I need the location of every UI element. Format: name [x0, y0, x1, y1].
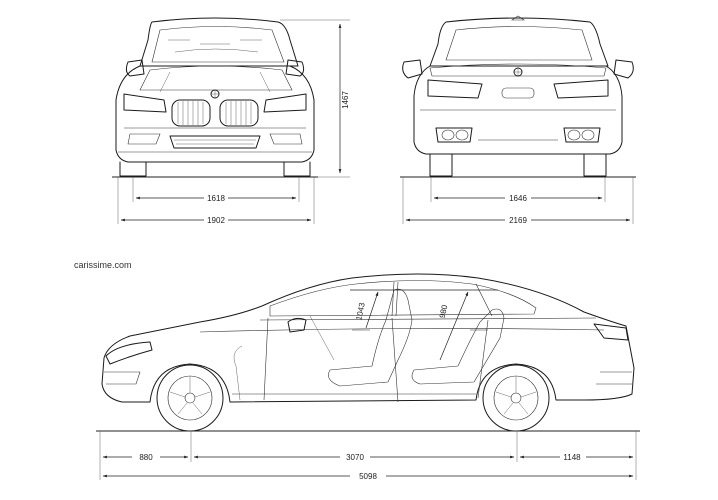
side-headlight-icon	[105, 341, 153, 365]
front-track-label: 1618	[207, 194, 225, 203]
side-view: 1043 980	[96, 273, 640, 432]
front-left-tyre-icon	[119, 161, 147, 177]
right-tail-light-icon	[553, 79, 609, 99]
rear-left-tyre-icon	[429, 153, 453, 177]
front-view	[112, 17, 318, 178]
front-overhang-label: 880	[139, 453, 153, 462]
front-seat-icon	[328, 288, 413, 387]
rear-view	[400, 15, 636, 178]
width-label: 1902	[207, 216, 225, 225]
rear-headroom-label: 980	[438, 303, 450, 318]
rear-left-mirror-icon	[402, 59, 423, 79]
rear-track-label: 1646	[509, 194, 527, 203]
rear-right-mirror-icon	[613, 59, 634, 79]
plate-recess-icon	[501, 87, 535, 99]
lower-intake-icon	[169, 135, 261, 149]
right-exhaust-icon	[563, 127, 601, 143]
front-right-tyre-icon	[283, 161, 311, 177]
left-exhaust-icon	[435, 127, 473, 143]
front-headroom-label: 1043	[354, 301, 367, 321]
height-label: 1467	[341, 91, 350, 109]
right-headlight-icon	[263, 93, 307, 113]
length-dimensions: 880 3070 1148 5098	[99, 431, 637, 481]
width-mirrors-label: 2169	[509, 216, 527, 225]
length-label: 5098	[359, 472, 377, 481]
right-kidney-grille-icon	[219, 99, 259, 127]
wheelbase-label: 3070	[346, 453, 364, 462]
left-tail-light-icon	[427, 79, 483, 99]
side-tail-light-icon	[593, 323, 629, 341]
rear-overhang-label: 1148	[563, 453, 581, 462]
rear-seat-icon	[411, 308, 505, 385]
rear-wheel-icon	[482, 364, 550, 432]
right-mirror-icon	[285, 59, 305, 77]
left-kidney-grille-icon	[171, 99, 211, 127]
left-mirror-icon	[125, 59, 145, 77]
rear-width-dimensions: 1646 2169	[402, 177, 634, 225]
left-headlight-icon	[123, 93, 167, 113]
watermark-text: carissime.com	[74, 260, 132, 270]
front-wheel-icon	[156, 364, 224, 432]
height-dimension: 1467	[280, 19, 350, 178]
side-mirror-icon	[287, 317, 307, 333]
front-width-dimensions: 1618 1902	[117, 177, 315, 225]
rear-right-tyre-icon	[583, 153, 607, 177]
